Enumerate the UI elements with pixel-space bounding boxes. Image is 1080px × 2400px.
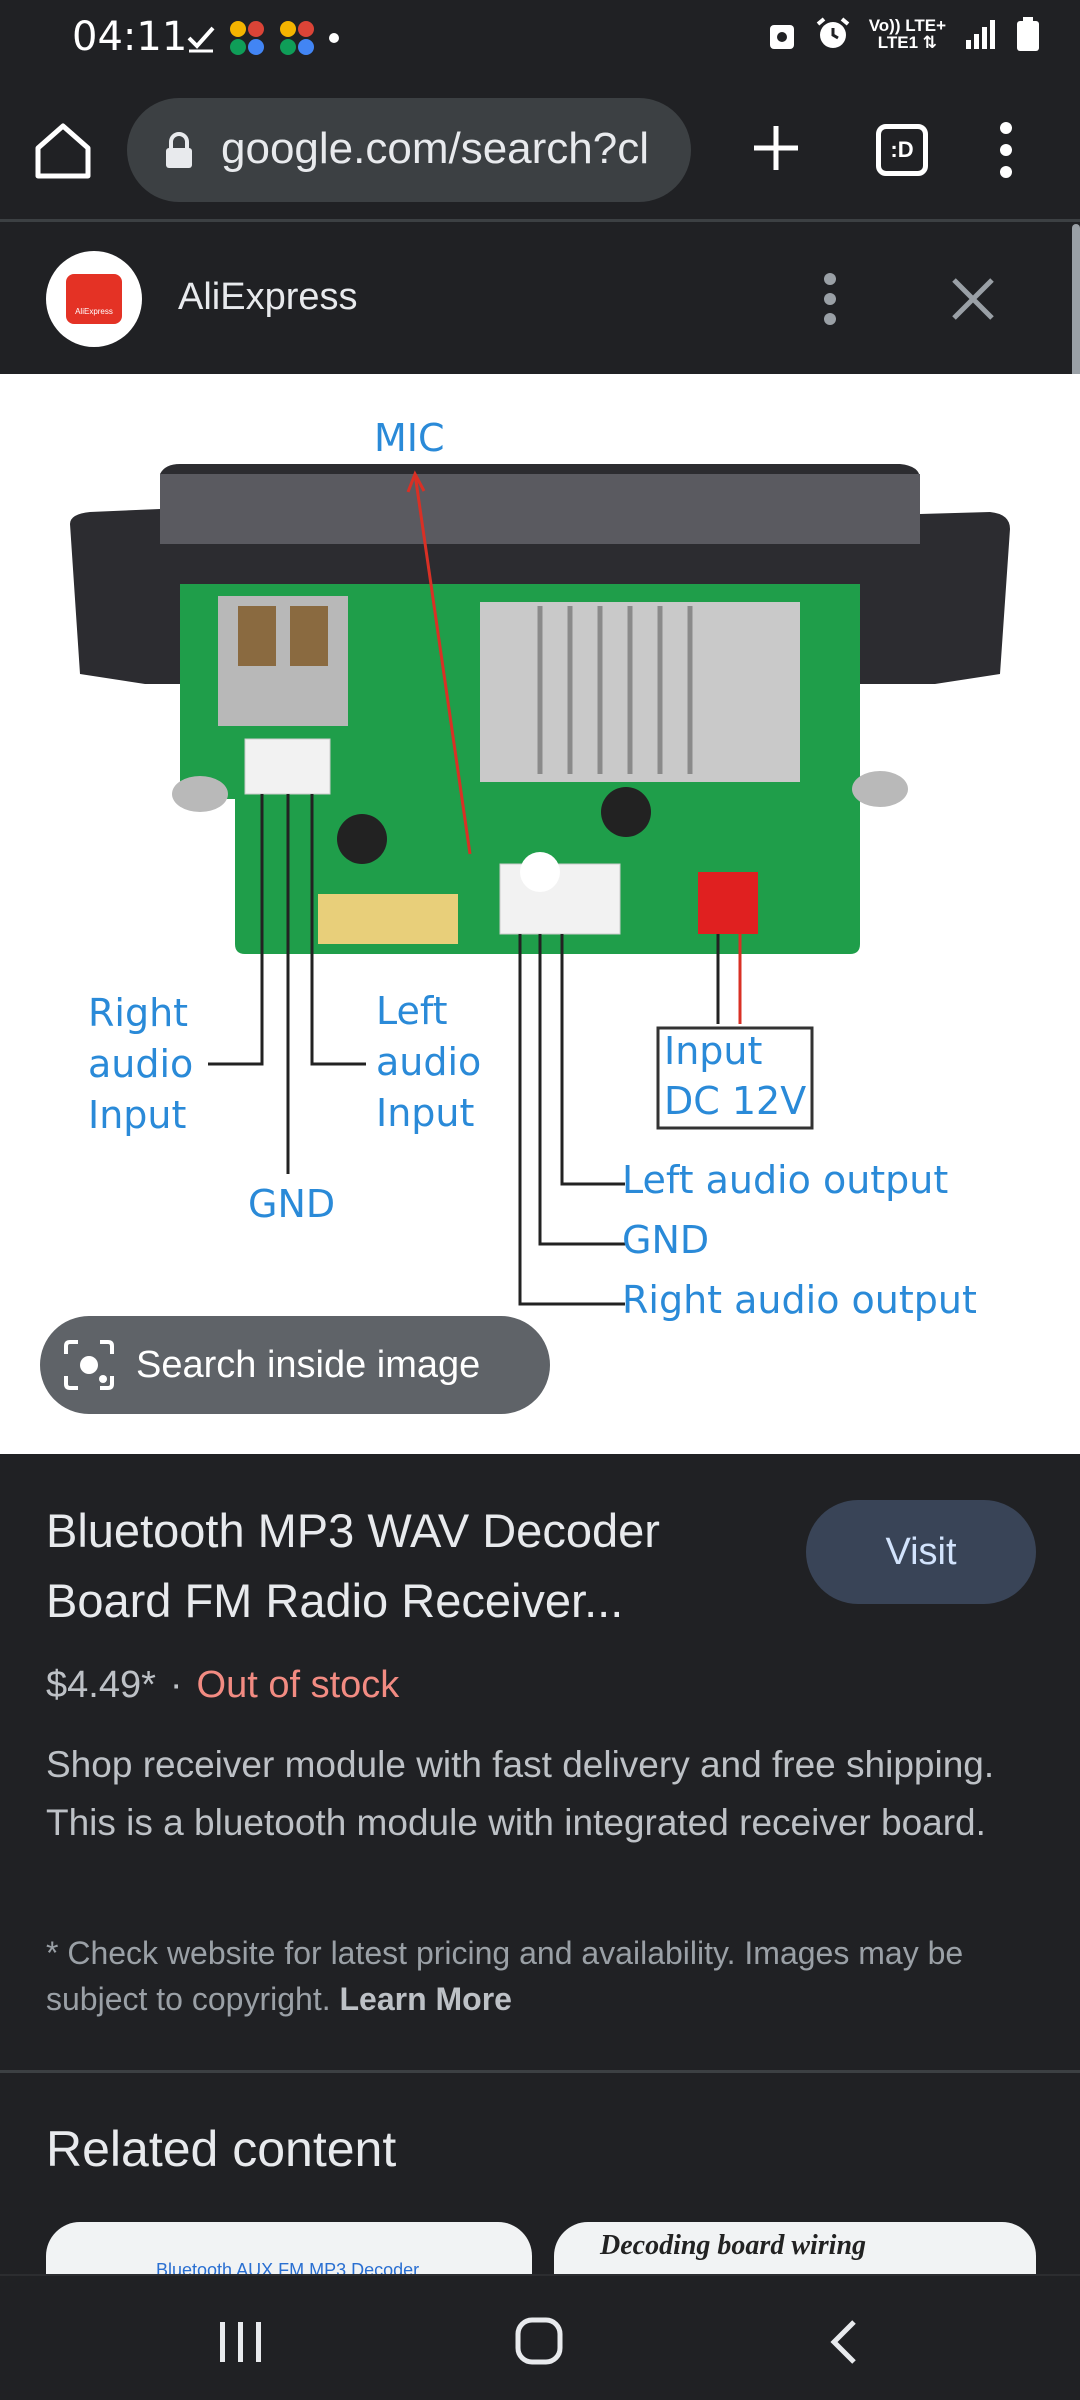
status-time: 04:11 <box>72 14 188 60</box>
more-vert-icon[interactable] <box>820 272 840 326</box>
product-info: Bluetooth MP3 WAV Decoder Board FM Radio… <box>0 1454 1080 2070</box>
notification-icons <box>185 18 341 58</box>
pricing-note: * Check website for latest pricing and a… <box>46 1935 964 2017</box>
related-card[interactable]: Decoding board wiring <box>554 2222 1036 2282</box>
related-card[interactable]: Bluetooth AUX FM MP3 Decoder <box>46 2222 532 2282</box>
price-row: $4.49*·Out of stock <box>46 1664 400 1706</box>
browser-toolbar: google.com/search?cl :D <box>0 80 1080 222</box>
label-left-audio-output: Left audio output <box>622 1158 949 1202</box>
back-icon[interactable] <box>826 2318 858 2366</box>
tab-switcher-button[interactable]: :D <box>876 124 928 176</box>
stock-status: Out of stock <box>196 1664 400 1706</box>
price: $4.49* <box>46 1664 156 1706</box>
recent-apps-icon[interactable] <box>218 2320 264 2364</box>
label-gnd-left: GND <box>248 1182 336 1226</box>
label-right-audio-output: Right audio output <box>622 1278 977 1322</box>
battery-icon <box>1017 17 1039 51</box>
aliexpress-logo: AliExpress <box>46 251 142 347</box>
label-right-audio-input: Right audio Input <box>88 991 194 1137</box>
related-content-title: Related content <box>46 2121 397 2177</box>
network-type: Vo)) LTE+ LTE1 ⇅ <box>868 16 946 52</box>
app-grid-icon <box>230 21 264 55</box>
product-image[interactable]: MIC Right audio Input Left audio Input G… <box>0 374 1080 1454</box>
system-nav-bar <box>0 2274 1080 2400</box>
alarm-icon <box>816 17 849 48</box>
status-bar: 04:11 Vo)) LTE+ LTE1 ⇅ <box>0 0 1080 80</box>
address-bar[interactable]: google.com/search?cl <box>127 98 691 202</box>
new-tab-icon[interactable] <box>748 120 804 176</box>
section-divider <box>0 2070 1080 2073</box>
label-gnd-right: GND <box>622 1218 710 1262</box>
app-grid-icon-2 <box>280 21 314 55</box>
label-input-dc: Input DC 12V <box>664 1029 807 1123</box>
learn-more-link[interactable]: Learn More <box>339 1981 512 2017</box>
label-mic: MIC <box>374 416 445 460</box>
check-icon <box>187 26 215 53</box>
lens-icon <box>64 1340 114 1390</box>
product-description: Shop receiver module with fast delivery … <box>46 1744 995 1843</box>
search-inside-label: Search inside image <box>136 1343 481 1386</box>
dot-icon <box>329 33 339 43</box>
result-sheet-header: AliExpress AliExpress <box>0 224 1080 374</box>
lock-icon <box>166 132 192 168</box>
visit-button[interactable]: Visit <box>806 1500 1036 1604</box>
home-icon[interactable] <box>30 118 96 184</box>
url-text[interactable]: google.com/search?cl <box>221 124 650 173</box>
signal-icon <box>966 20 995 49</box>
recycle-lock-icon <box>769 25 794 49</box>
more-vert-icon[interactable] <box>996 120 1016 180</box>
close-icon[interactable] <box>950 276 996 322</box>
home-nav-icon[interactable] <box>514 2316 564 2366</box>
product-title[interactable]: Bluetooth MP3 WAV Decoder Board FM Radio… <box>46 1504 660 1627</box>
wiring-diagram <box>70 464 1010 1306</box>
status-icons: Vo)) LTE+ LTE1 ⇅ <box>767 16 1040 52</box>
label-left-audio-input: Left audio Input <box>376 989 482 1135</box>
search-inside-image-button[interactable]: Search inside image <box>40 1316 550 1414</box>
site-name[interactable]: AliExpress <box>178 276 358 318</box>
